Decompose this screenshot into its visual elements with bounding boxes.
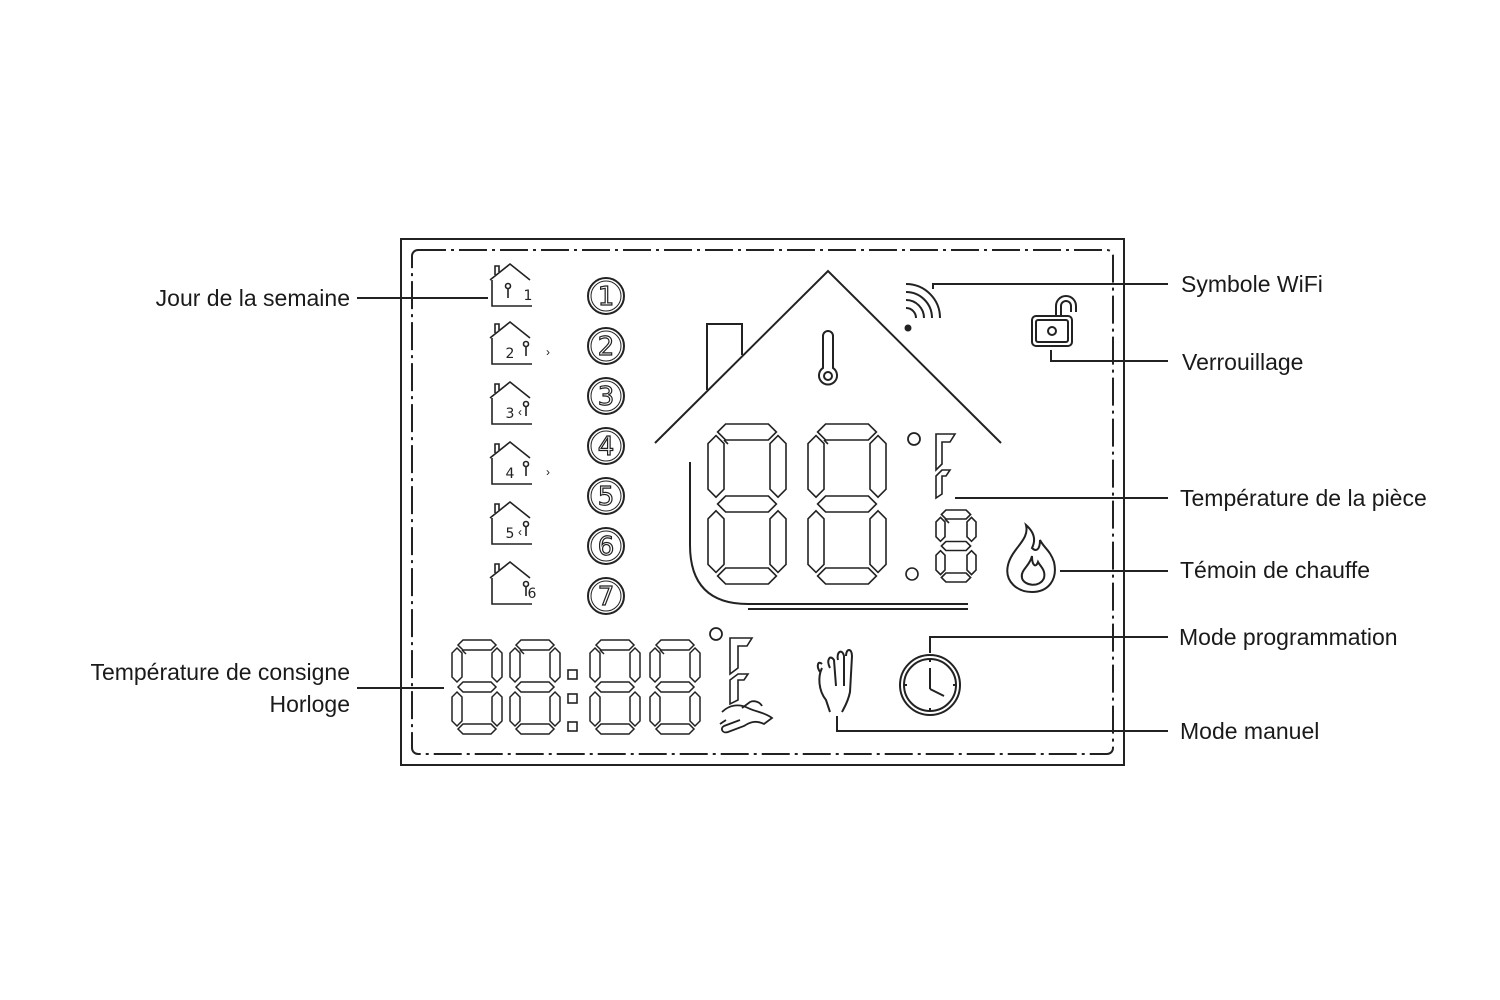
weekday-number-column: 1 2 3 4 5 6 7 <box>587 277 625 615</box>
clock-digit-4 <box>649 639 701 735</box>
label-setpoint-temperature: Température de consigne <box>90 659 350 685</box>
svg-text:2: 2 <box>598 332 615 362</box>
decimal-point <box>905 567 919 581</box>
label-lock: Verrouillage <box>1182 349 1304 375</box>
label-wifi: Symbole WiFi <box>1181 271 1323 297</box>
program-icon-1: 1 <box>489 262 533 307</box>
svg-text:4: 4 <box>598 432 615 462</box>
program-icon-6: 6 <box>489 560 537 605</box>
big-digit-decimal <box>935 509 977 583</box>
svg-text:6: 6 <box>528 586 537 602</box>
fahrenheit-symbol-small <box>729 637 754 706</box>
svg-text:6: 6 <box>598 532 615 562</box>
svg-text:‹: ‹ <box>518 405 522 419</box>
svg-text:‹: ‹ <box>518 525 522 539</box>
svg-text:›: › <box>546 345 550 359</box>
label-clock: Horloge <box>269 691 350 717</box>
day-number-7: 7 <box>587 577 625 615</box>
svg-text:3: 3 <box>506 406 515 422</box>
label-weekday: Jour de la semaine <box>155 285 350 311</box>
callout-lines <box>357 283 1168 732</box>
lcd-outer-frame <box>400 238 1125 766</box>
room-temperature-digits <box>707 423 977 585</box>
program-icon-3: 3‹ <box>489 380 532 425</box>
fahrenheit-symbol-main <box>935 433 957 500</box>
svg-text:›: › <box>546 465 550 479</box>
clock-digit-1 <box>451 639 503 735</box>
big-digit-1 <box>707 423 787 585</box>
label-room-temperature: Température de la pièce <box>1180 485 1427 511</box>
label-manual-mode: Mode manuel <box>1180 718 1320 744</box>
thermometer-icon <box>818 330 838 386</box>
clock-setpoint-digits <box>451 639 701 735</box>
svg-text:5: 5 <box>598 482 615 512</box>
flame-icon <box>1006 522 1056 594</box>
day-number-2: 2 <box>587 327 625 365</box>
day-number-5: 5 <box>587 477 625 515</box>
degree-symbol-main <box>907 432 921 446</box>
day-number-3: 3 <box>587 377 625 415</box>
svg-text:5: 5 <box>506 526 515 542</box>
day-number-6: 6 <box>587 527 625 565</box>
svg-text:4: 4 <box>506 466 515 482</box>
svg-text:1: 1 <box>524 288 533 304</box>
label-heating-indicator: Témoin de chauffe <box>1180 557 1371 583</box>
clock-programming-icon <box>899 654 961 716</box>
degree-symbol-small <box>709 627 723 641</box>
day-number-1: 1 <box>587 277 625 315</box>
clock-digit-3 <box>589 639 641 735</box>
day-number-4: 4 <box>587 427 625 465</box>
svg-text:1: 1 <box>598 282 615 312</box>
program-icons-column: 12›3‹4›5‹6 <box>489 262 550 605</box>
lcd-inner-frame <box>411 249 1114 755</box>
lock-icon <box>1031 295 1077 347</box>
label-programming-mode: Mode programmation <box>1179 624 1398 650</box>
program-icon-5: 5‹ <box>489 500 532 545</box>
svg-text:2: 2 <box>506 346 515 362</box>
manual-mode-hand-icon <box>816 649 854 713</box>
colon-dots <box>567 669 578 732</box>
big-digit-2 <box>807 423 887 585</box>
svg-text:7: 7 <box>598 582 615 612</box>
clock-digit-2 <box>509 639 561 735</box>
svg-text:3: 3 <box>598 382 615 412</box>
program-icon-4: 4› <box>489 440 550 485</box>
house-outline <box>654 269 1002 610</box>
program-icon-2: 2› <box>489 320 550 365</box>
hand-hold-icon <box>719 700 774 734</box>
wifi-icon <box>904 283 941 332</box>
